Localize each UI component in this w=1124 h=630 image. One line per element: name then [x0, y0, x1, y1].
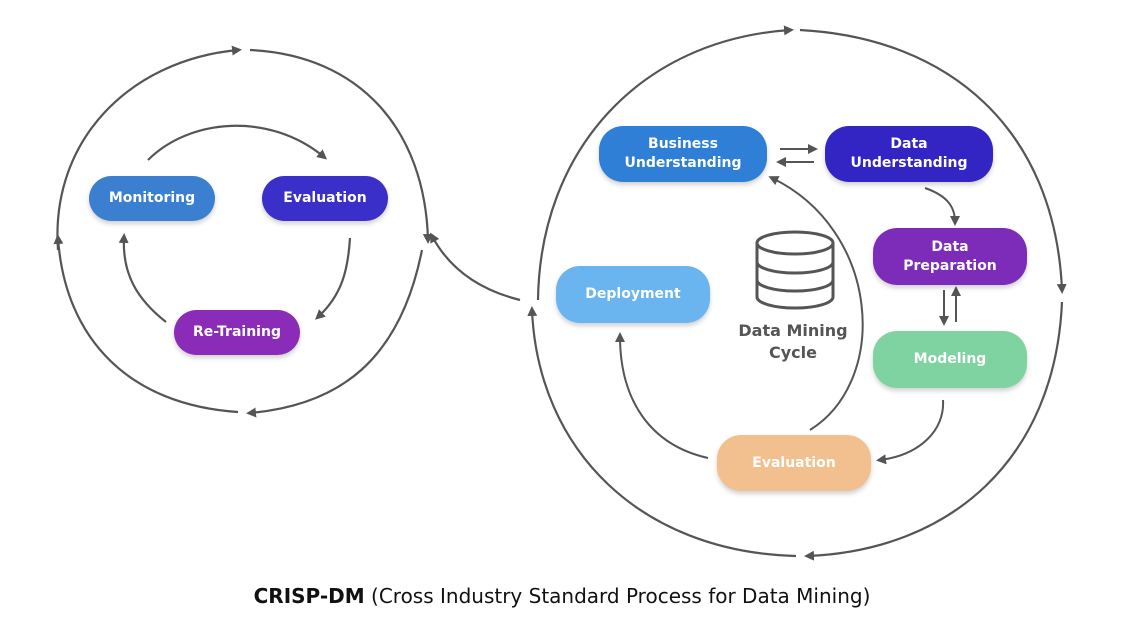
left-inner-arc-top: [147, 124, 328, 161]
left-outer-arc-left: [53, 234, 239, 414]
data-understanding-line1: Data: [890, 136, 928, 152]
left-inner-cycle: [118, 124, 352, 323]
database-icon: [755, 230, 835, 310]
center-label-line2: Cycle: [769, 343, 817, 362]
evaluation-step-right: Evaluation: [717, 435, 871, 491]
business-understanding-step: Business Understanding: [599, 126, 767, 182]
retraining-label: Re-Training: [193, 324, 281, 340]
evaluation-label-right: Evaluation: [752, 454, 836, 471]
left-inner-arc-left: [118, 233, 167, 323]
deployment-step: Deployment: [556, 266, 710, 323]
arrow-data-understanding-to-preparation: [924, 187, 960, 226]
caption-bold: CRISP-DM: [253, 584, 365, 608]
data-preparation-line2: Preparation: [903, 257, 997, 274]
data-mining-cycle-label: Data Mining Cycle: [728, 320, 858, 364]
right-outer-arc-right: [799, 28, 1067, 294]
business-label-line1: Business: [648, 136, 718, 152]
right-outer-arc-bottom: [804, 301, 1064, 561]
arrow-evaluation-to-deployment: [615, 332, 709, 459]
right-outer-arc-left: [527, 306, 797, 558]
data-preparation-line1: Data: [931, 238, 969, 255]
monitoring-step: Monitoring: [89, 176, 215, 221]
arrow-modeling-to-evaluation: [876, 399, 945, 465]
left-outer-arc-right: [249, 48, 433, 244]
data-understanding-step: Data Understanding: [825, 126, 993, 182]
left-outer-arc-top: [56, 45, 242, 251]
left-inner-arc-right: [315, 237, 352, 320]
data-preparation-step: Data Preparation: [873, 228, 1027, 285]
evaluation-step-left: Evaluation: [262, 176, 388, 221]
deployment-label: Deployment: [585, 286, 681, 302]
center-label-line1: Data Mining: [738, 321, 848, 340]
evaluation-label-left: Evaluation: [283, 190, 367, 206]
left-outer-arc-bottom: [246, 249, 424, 418]
left-outer-cycle: [53, 45, 433, 418]
right-outer-arc-top: [536, 25, 794, 301]
right-inner-arrows: [615, 144, 961, 465]
arrow-evaluation-to-business: [768, 176, 864, 431]
modeling-step: Modeling: [873, 331, 1027, 388]
connector-arrow: [430, 232, 521, 302]
caption-rest: (Cross Industry Standard Process for Dat…: [364, 584, 871, 608]
right-outer-cycle: [527, 25, 1067, 561]
diagram-caption: CRISP-DM (Cross Industry Standard Proces…: [0, 584, 1124, 608]
retraining-step: Re-Training: [174, 310, 300, 355]
data-understanding-line2: Understanding: [850, 155, 968, 171]
modeling-label: Modeling: [913, 351, 987, 367]
business-label-line2: Understanding: [624, 155, 742, 171]
monitoring-label: Monitoring: [108, 190, 196, 206]
